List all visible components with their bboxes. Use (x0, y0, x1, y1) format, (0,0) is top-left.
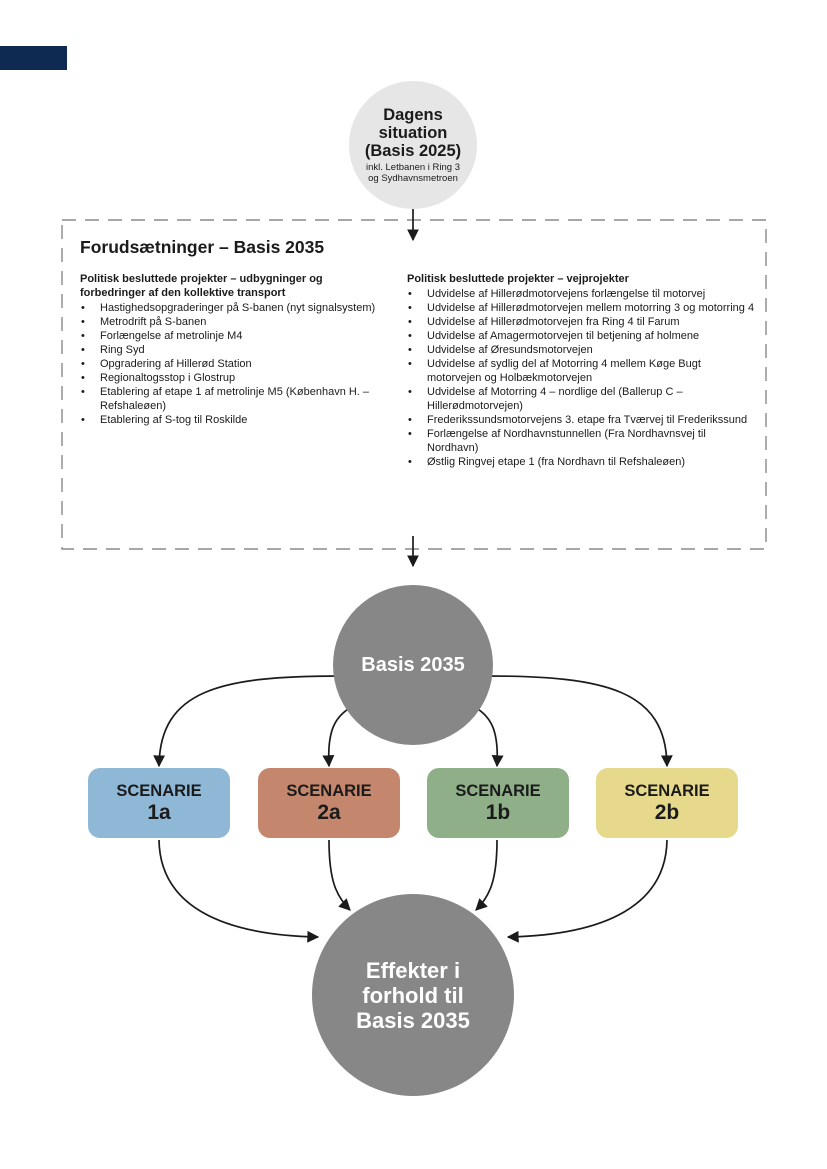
list-item: Etablering af etape 1 af metrolinje M5 (… (80, 385, 380, 413)
scenario-2a-box: SCENARIE 2a (258, 768, 400, 838)
edge-scenario-1a-to-result (158, 839, 320, 943)
list-item: Frederikssundsmotorvejens 3. etape fra T… (407, 413, 757, 427)
current-situation-subtitle: inkl. Letbanen i Ring 3 og Sydhavnsmetro… (365, 162, 460, 184)
road-projects-heading: Politisk besluttede projekter – vejproje… (407, 273, 629, 285)
edge-basis-to-scenario-1a (153, 675, 341, 768)
scenario-1a-box: SCENARIE 1a (88, 768, 230, 838)
edge-basis-to-scenario-2b (485, 675, 673, 768)
scenario-2b-box: SCENARIE 2b (596, 768, 738, 838)
list-item: Etablering af S-tog til Roskilde (80, 413, 380, 427)
scenario-name: SCENARIE (286, 782, 372, 800)
list-item: Opgradering af Hillerød Station (80, 357, 380, 371)
list-item: Ring Syd (80, 343, 380, 357)
public-transport-heading: Politisk besluttede projekter – udbygnin… (80, 273, 323, 299)
scenario-code: 1a (147, 801, 171, 824)
scenario-code: 2a (317, 801, 341, 824)
current-situation-node: Dagens situation (Basis 2025) inkl. Letb… (349, 81, 477, 209)
list-item: Udvidelse af Øresundsmotorvejen (407, 343, 757, 357)
list-item: Udvidelse af Hillerødmotorvejens forlæng… (407, 287, 757, 301)
scenario-name: SCENARIE (624, 782, 710, 800)
list-item: Udvidelse af Hillerødmotorvejen fra Ring… (407, 315, 757, 329)
edge-scenario-2b-to-result (506, 839, 668, 943)
current-situation-title: Dagens situation (Basis 2025) (364, 106, 462, 160)
list-item: Udvidelse af sydlig del af Motorring 4 m… (407, 357, 757, 385)
list-item: Forlængelse af Nordhavnstunnellen (Fra N… (407, 427, 757, 455)
list-item: Udvidelse af Hillerødmotorvejen mellem m… (407, 301, 757, 315)
scenario-code: 1b (485, 801, 511, 824)
scenario-name: SCENARIE (116, 782, 202, 800)
corner-tab (0, 46, 67, 70)
list-item: Hastighedsopgraderinger på S-banen (nyt … (80, 301, 380, 315)
list-item: Regionaltogsstop i Glostrup (80, 371, 380, 385)
edge-scenario-2a-to-result (328, 839, 351, 911)
scenario-1b-box: SCENARIE 1b (427, 768, 569, 838)
scenario-code: 2b (654, 801, 680, 824)
assumptions-title: Forudsætninger – Basis 2035 (80, 237, 325, 257)
list-item: Østlig Ringvej etape 1 (fra Nordhavn til… (407, 455, 757, 469)
road-projects-list: Udvidelse af Hillerødmotorvejens forlæng… (407, 287, 757, 469)
scenario-name: SCENARIE (455, 782, 541, 800)
edge-scenario-1b-to-result (475, 839, 498, 911)
effects-label: Effekter i forhold til Basis 2035 (356, 957, 470, 1033)
list-item: Udvidelse af Motorring 4 – nordlige del … (407, 385, 757, 413)
list-item: Metrodrift på S-banen (80, 315, 380, 329)
public-transport-list: Hastighedsopgraderinger på S-banen (nyt … (80, 301, 380, 427)
list-item: Udvidelse af Amagermotorvejen til betjen… (407, 329, 757, 343)
effects-node: Effekter i forhold til Basis 2035 (312, 894, 514, 1096)
list-item: Forlængelse af metrolinje M4 (80, 329, 380, 343)
assumptions-box-border (61, 219, 767, 550)
basis-2035-node: Basis 2035 (333, 585, 493, 745)
basis-2035-label: Basis 2035 (361, 653, 465, 676)
road-projects: Politisk besluttede projekter – vejproje… (407, 272, 757, 469)
public-transport-projects: Politisk besluttede projekter – udbygnin… (80, 272, 380, 427)
